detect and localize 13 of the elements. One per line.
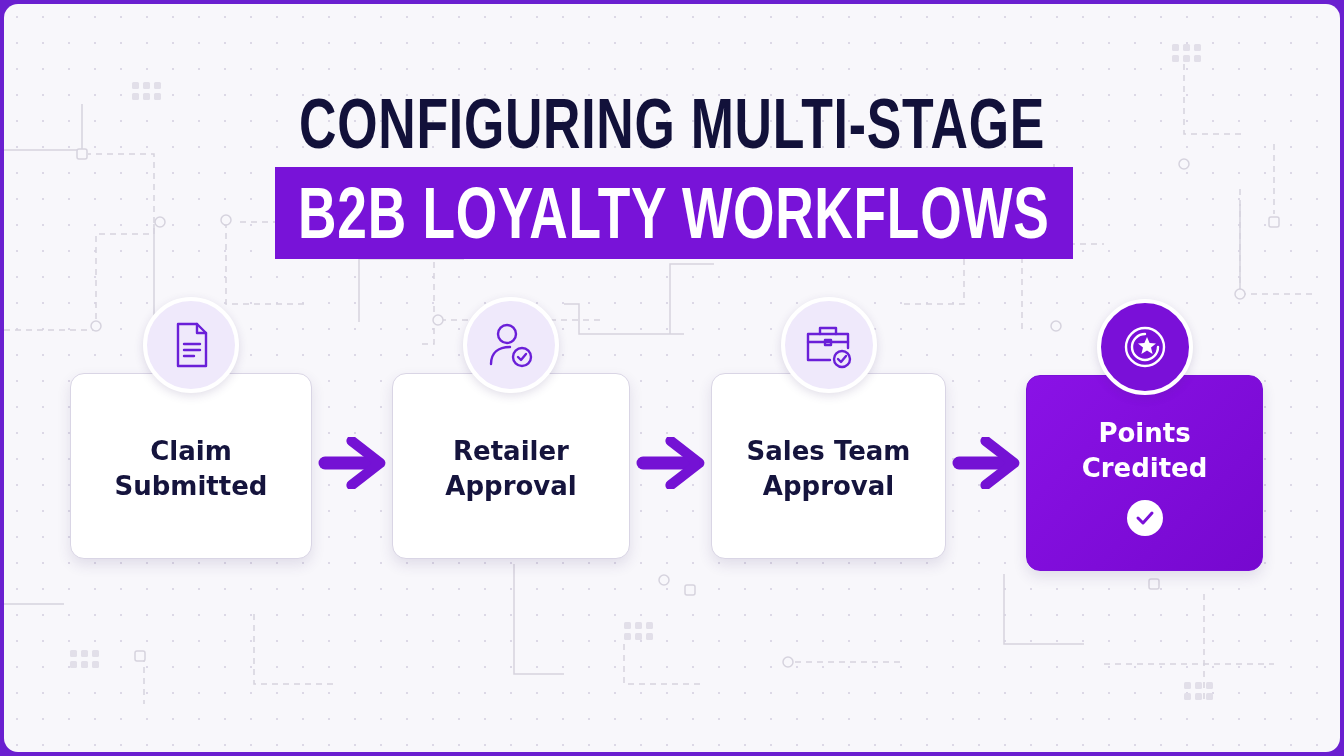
step-label: Points Credited	[1080, 416, 1209, 485]
arrow	[636, 435, 705, 491]
step-card	[392, 373, 630, 559]
step-label: Sales Team Approval	[745, 434, 912, 503]
title: CONFIGURING MULTI-STAGE	[299, 84, 1045, 164]
arrow	[952, 435, 1020, 491]
highlighted-step-card	[1026, 375, 1263, 571]
subtitle: B2B LOYALTY WORKFLOWS	[298, 172, 1050, 254]
arrow	[318, 435, 386, 491]
step-card	[70, 373, 312, 559]
step-label: Claim Submitted	[113, 434, 269, 503]
step-card	[711, 373, 946, 559]
step-label: Retailer Approval	[444, 434, 578, 503]
